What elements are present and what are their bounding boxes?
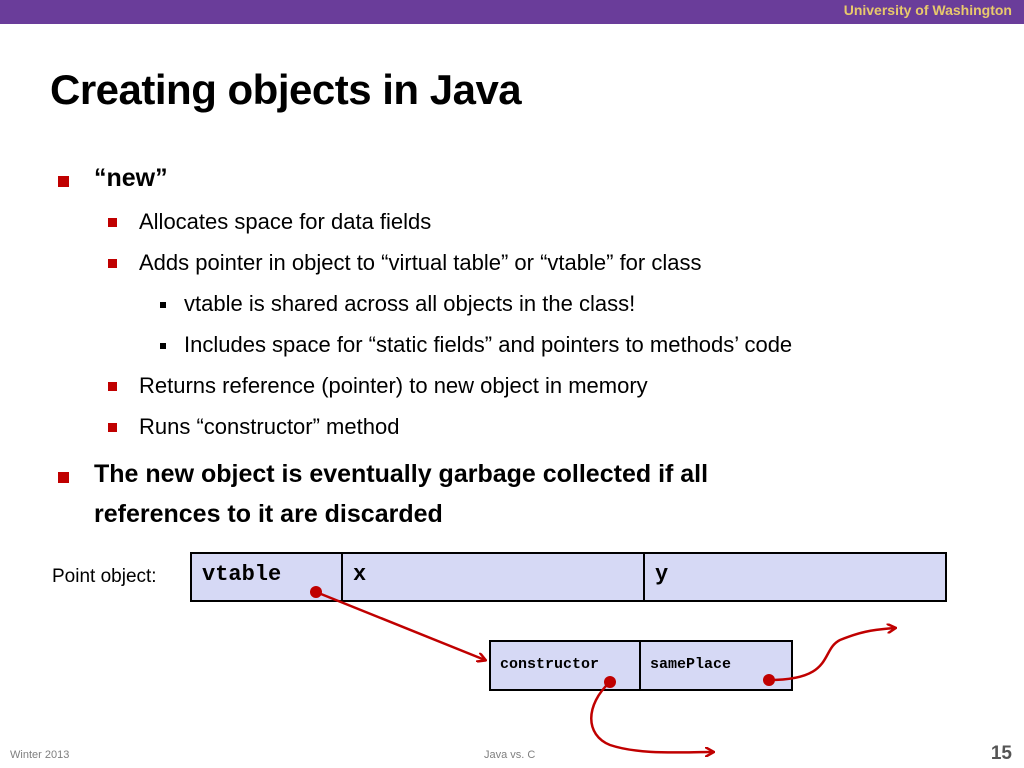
sameplace-pointer-arrow [768,628,895,682]
slide-title: Creating objects in Java [50,66,522,113]
header-bar: University of Washington [0,0,1024,24]
square-bullet-icon [160,302,166,308]
constructor-pointer-arrow [590,681,713,752]
vtable-sameplace: samePlace [639,640,793,691]
bullet-vtable-shared: vtable is shared across all objects in t… [160,291,635,317]
square-bullet-icon [108,218,117,227]
field-vtable: vtable [190,552,344,602]
vtable-pointer-dot [310,586,322,598]
bullet-returns: Returns reference (pointer) to new objec… [108,373,648,399]
square-bullet-icon [160,343,166,349]
bullet-runs: Runs “constructor” method [108,414,399,440]
constructor-pointer-dot [604,676,616,688]
bullet-includes: Includes space for “static fields” and p… [160,332,792,358]
bullet-new: “new” [58,164,168,193]
field-x: x [341,552,646,602]
vtable-constructor: constructor [489,640,642,691]
bullet-adds-pointer: Adds pointer in object to “virtual table… [108,250,701,276]
square-bullet-icon [108,382,117,391]
bullet-gc-continued: references to it are discarded [94,500,443,528]
field-y: y [643,552,947,602]
bullet-gc: The new object is eventually garbage col… [58,460,708,489]
sameplace-pointer-dot [763,674,775,686]
square-bullet-icon [108,423,117,432]
footer-term: Winter 2013 [10,749,70,761]
university-name: University of Washington [843,2,1012,18]
point-object-label: Point object: [52,566,157,587]
square-bullet-icon [58,176,69,187]
vtable-pointer-arrow [315,590,485,660]
page-number: 15 [990,743,1012,764]
footer-topic: Java vs. C [484,749,536,761]
square-bullet-icon [108,259,117,268]
square-bullet-icon [58,472,69,483]
bullet-allocates: Allocates space for data fields [108,209,431,235]
